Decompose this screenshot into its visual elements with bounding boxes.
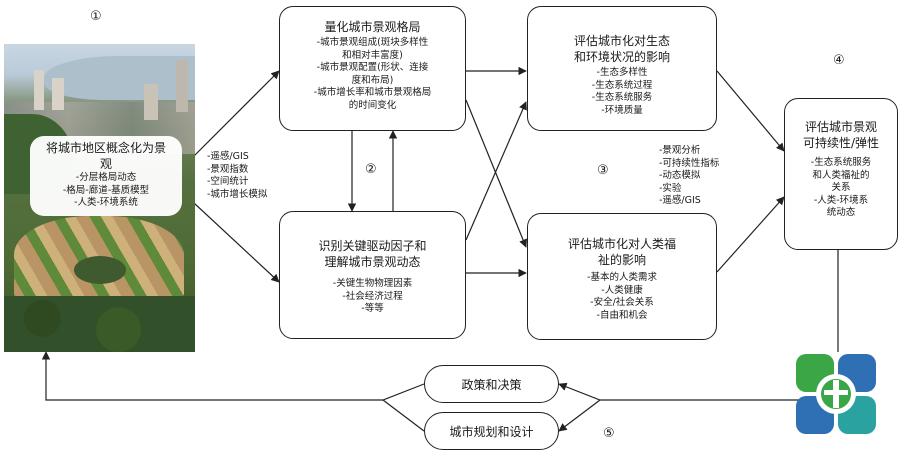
arrow-logo-to-planning (558, 399, 601, 432)
policy-decision-label: 政策和决策 (461, 378, 522, 392)
landscape-item: -人类-环境系统 (74, 197, 138, 208)
method-item: -景观分析 (659, 145, 701, 156)
methods-left-list: -遥感/GIS -景观指数 -空间统计 -城市增长模拟 (207, 151, 267, 201)
urban-planning-label: 城市规划和设计 (449, 425, 534, 439)
methods-right-list: -景观分析 -可持续性指标 -动态模拟 -实验 -遥感/GIS (659, 145, 719, 208)
arrow-policy-to-landscape (41, 351, 425, 401)
ecology-impact-box: 评估城市化对生态 和环境状况的影响 -生态多样性 -生态系统过程 -生态系统服务… (527, 6, 717, 131)
quantify-item: -城市景观组成(斑块多样性 (316, 37, 429, 48)
quantify-item: -城市增长率和城市景观格局 (313, 87, 432, 98)
arrow-quantify-to-wellbeing (465, 99, 528, 248)
sustainability-item: 关系 (831, 182, 851, 193)
step-number-5: ⑤ (603, 426, 615, 441)
sustainability-title-line: 评估城市景观 (804, 120, 877, 134)
quantify-item: 度和布局) (351, 74, 394, 86)
sustainability-box: 评估城市景观 可持续性/弹性 -生态系统服务 和人类福祉的 关系 -人类-环境系… (784, 98, 898, 250)
arrow-landscape-to-quantify (179, 70, 280, 171)
sustainability-item: -生态系统服务 (810, 157, 872, 168)
urban-planning-box: 城市规划和设计 (424, 412, 559, 450)
landscape-item: -格局-廊道-基质模型 (62, 184, 150, 196)
sustainability-item: 和人类福祉的 (812, 169, 870, 181)
landscape-concept-title: 将城市地区概念化为景观 (46, 141, 167, 171)
step-number-4: ④ (833, 53, 845, 68)
arrow-ecology-to-sustainability (716, 70, 785, 152)
method-item: -遥感/GIS (207, 151, 249, 162)
step-number-3: ③ (597, 163, 609, 178)
drivers-dynamics-box: 识别关键驱动因子和 理解城市景观动态 -关键生物物理因素 -社会经济过程 -等等 (279, 211, 466, 339)
method-item: -实验 (659, 182, 682, 194)
quantify-item: -城市景观配置(形状、连接 (316, 62, 429, 73)
drivers-item: -等等 (361, 303, 384, 314)
wellbeing-item: -安全/社会关系 (590, 297, 654, 308)
method-item: -城市增长模拟 (207, 188, 268, 200)
wellbeing-item: -人类健康 (601, 284, 643, 296)
landscape-concept-box: 将城市地区概念化为景观 -分层格局动态 -格局-廊道-基质模型 -人类-环境系统 (30, 136, 182, 216)
ecology-item: -环境质量 (601, 104, 643, 116)
quantify-item: 和相对丰富度) (342, 49, 403, 61)
wellbeing-title-line: 评估城市化对人类福 (567, 237, 676, 251)
sustainability-logo-icon (796, 354, 876, 434)
arrow-landscape-to-drivers (179, 189, 280, 283)
quantify-item: 的时间变化 (348, 99, 397, 111)
drivers-title-line: 理解城市景观动态 (324, 255, 421, 269)
wellbeing-impact-box: 评估城市化对人类福 祉的影响 -基本的人类需求 -人类健康 -安全/社会关系 -… (527, 213, 717, 340)
drivers-title-line: 识别关键驱动因子和 (318, 239, 427, 253)
policy-decision-box: 政策和决策 (424, 365, 559, 403)
sustainability-item: -人类-环境系 (813, 194, 869, 206)
arrow-planning-to-landscape (382, 399, 425, 432)
ecology-item: -生态多样性 (596, 67, 648, 78)
landscape-item: -分层格局动态 (75, 172, 137, 183)
method-item: -空间统计 (207, 176, 249, 187)
quantify-pattern-title: 量化城市景观格局 (324, 20, 421, 34)
wellbeing-title-line: 祉的影响 (597, 253, 646, 267)
ecology-title-line: 评估城市化对生态 (573, 34, 670, 48)
wellbeing-item: -基本的人类需求 (587, 272, 657, 283)
ecology-title-line: 和环境状况的影响 (573, 50, 670, 64)
method-item: -可持续性指标 (659, 157, 720, 169)
quantify-pattern-box: 量化城市景观格局 -城市景观组成(斑块多样性 和相对丰富度) -城市景观配置(形… (279, 6, 466, 131)
arrow-drivers-to-ecology (465, 101, 527, 241)
sustainability-item: 统动态 (826, 207, 856, 218)
ecology-item: -生态系统服务 (591, 92, 653, 103)
method-item: -遥感/GIS (659, 195, 701, 206)
sustainability-title-line: 可持续性/弹性 (802, 136, 880, 150)
step-number-2: ② (365, 162, 377, 177)
method-item: -动态模拟 (659, 170, 701, 181)
drivers-item: -社会经济过程 (342, 290, 403, 302)
wellbeing-item: -自由和机会 (596, 309, 648, 321)
method-item: -景观指数 (207, 163, 249, 175)
arrow-wellbeing-to-sustainability (716, 196, 785, 273)
step-number-1: ① (90, 9, 102, 24)
ecology-item: -生态系统过程 (591, 79, 653, 91)
drivers-item: -关键生物物理因素 (332, 278, 413, 289)
